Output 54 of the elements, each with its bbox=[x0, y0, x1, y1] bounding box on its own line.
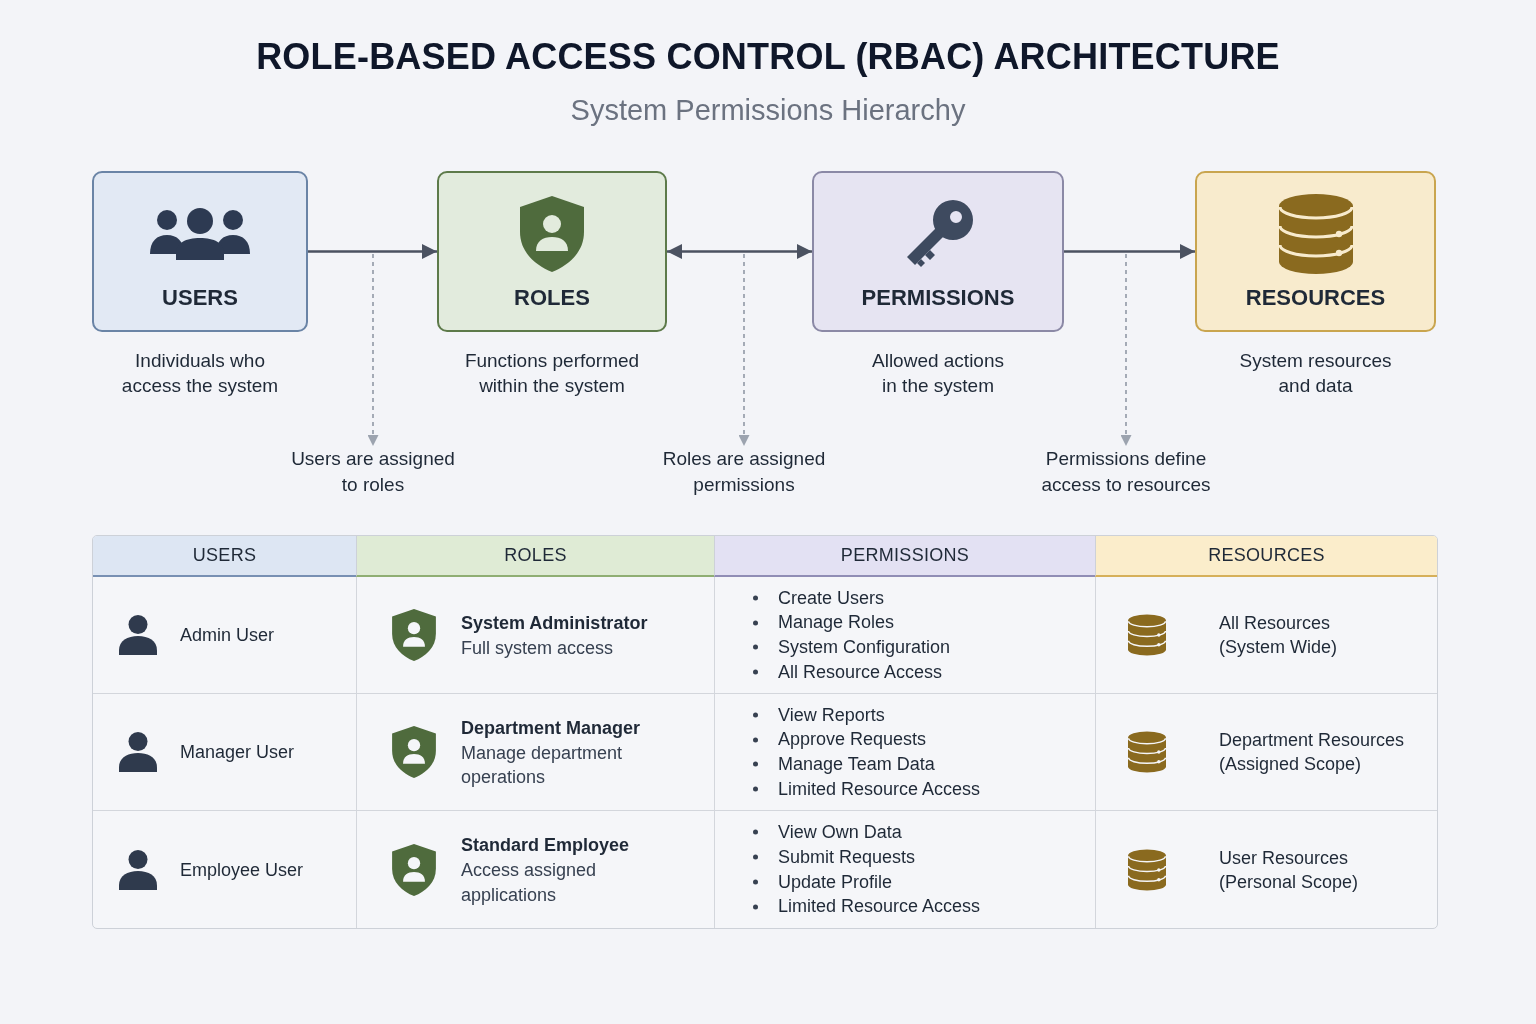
box-description: System resources and data bbox=[1238, 349, 1393, 398]
permission-item: Manage Roles bbox=[752, 610, 895, 635]
resource-name: All Resources bbox=[1219, 612, 1331, 635]
permission-item: System Configuration bbox=[752, 635, 951, 660]
diagram-subtitle: System Permissions Hierarchy bbox=[570, 93, 966, 128]
role-description: Access assigned applications bbox=[461, 859, 598, 907]
arrow bbox=[308, 244, 437, 259]
box-description: Individuals who access the system bbox=[120, 349, 280, 398]
role-title: Department Manager bbox=[461, 716, 641, 740]
permission-item: View Reports bbox=[752, 702, 885, 728]
user-name: Admin User bbox=[180, 624, 275, 647]
permission-item: Submit Requests bbox=[752, 844, 916, 870]
entity-box bbox=[812, 171, 1064, 332]
permission-item: Create Users bbox=[752, 585, 885, 611]
permission-item: Limited Resource Access bbox=[752, 894, 981, 919]
entity-box bbox=[1195, 171, 1436, 332]
resource-name: Department Resources bbox=[1219, 729, 1405, 752]
column-header: PERMISSIONS bbox=[714, 536, 1095, 577]
arrow bbox=[667, 244, 812, 259]
role-title: System Administrator bbox=[461, 611, 648, 635]
diagram-title: ROLE-BASED ACCESS CONTROL (RBAC) ARCHITECTURE bbox=[256, 35, 1280, 79]
entity-box bbox=[437, 171, 667, 332]
resource-name: User Resources bbox=[1219, 846, 1349, 870]
permission-item: Limited Resource Access bbox=[752, 776, 981, 802]
relation-note: Users are assigned to roles bbox=[285, 446, 461, 498]
box-label: RESOURCES bbox=[1245, 285, 1386, 311]
box-label: ROLES bbox=[514, 285, 590, 311]
resource-scope: (Personal Scope) bbox=[1219, 870, 1359, 894]
box-description: Allowed actions in the system bbox=[871, 349, 1005, 398]
box-label: USERS bbox=[162, 285, 238, 311]
column-header: ROLES bbox=[356, 536, 714, 577]
permission-item: Approve Requests bbox=[752, 727, 927, 752]
relation-note: Roles are assigned permissions bbox=[656, 446, 832, 498]
column-header: RESOURCES bbox=[1095, 536, 1437, 577]
relation-note: Permissions define access to resources bbox=[1038, 446, 1214, 498]
column-header: USERS bbox=[93, 536, 356, 577]
role-description: Full system access bbox=[461, 636, 614, 660]
dashed-arrow bbox=[738, 253, 750, 447]
role-description: Manage department operations bbox=[461, 741, 624, 789]
entity-box bbox=[92, 171, 308, 332]
role-title: Standard Employee bbox=[461, 834, 630, 857]
permission-item: All Resource Access bbox=[752, 659, 943, 685]
permission-item: View Own Data bbox=[752, 820, 902, 845]
resource-scope: (System Wide) bbox=[1219, 636, 1337, 659]
permission-item: Manage Team Data bbox=[752, 752, 935, 777]
box-label: PERMISSIONS bbox=[861, 285, 1015, 311]
arrow bbox=[1064, 244, 1195, 259]
user-name: Employee User bbox=[180, 858, 304, 882]
resource-scope: (Assigned Scope) bbox=[1219, 753, 1362, 776]
dashed-arrow bbox=[1120, 253, 1132, 447]
permission-item: Update Profile bbox=[752, 869, 893, 895]
box-description: Functions performed within the system bbox=[463, 349, 641, 398]
dashed-arrow bbox=[367, 253, 379, 447]
user-name: Manager User bbox=[180, 741, 295, 764]
